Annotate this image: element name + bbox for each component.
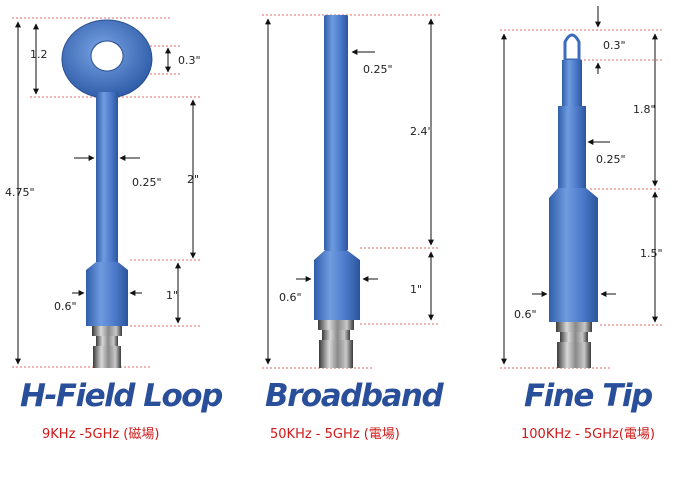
dim-body-dia-label: 0.6" xyxy=(279,291,302,304)
dim-arrows xyxy=(265,18,434,365)
loop-shaft xyxy=(96,92,118,262)
dim-neck-dia-label: 0.25" xyxy=(596,153,626,166)
dim-body-length-label: 1.5" xyxy=(640,247,663,260)
fine-tip-frequency: 100KHz - 5GHz(電場) xyxy=(521,427,655,442)
guide-lines xyxy=(500,29,662,369)
dim-shaft-length-label: 2.4" xyxy=(410,125,433,138)
broadband-body xyxy=(314,251,360,320)
dim-tip-length-label: 0.3" xyxy=(603,39,626,52)
loop-ring xyxy=(61,19,153,99)
loop-body xyxy=(86,262,128,326)
fine-tip-body xyxy=(549,188,598,322)
broadband-title: Broadband xyxy=(265,378,444,414)
dim-shaft-dia-label: 0.25" xyxy=(132,176,162,189)
probe-broadband: 0.25" 2.4" 1" 0.6" xyxy=(262,14,442,369)
dim-shaft-length-label: 2" xyxy=(187,173,199,186)
probe-fine-tip: 0.3" 1.8" 0.25" 1.5" 0.6" xyxy=(500,6,663,369)
dim-arrows xyxy=(501,6,658,365)
probe-h-field-loop: 4.75" 1.2 0.3" 2" 0.25" 1" 0.6" xyxy=(5,17,201,368)
dim-loop-hole-label: 0.3" xyxy=(178,54,201,67)
broadband-shaft xyxy=(324,15,348,251)
guide-lines xyxy=(262,14,442,369)
dim-body-length-label: 1" xyxy=(166,289,178,302)
dim-shaft-dia-label: 0.25" xyxy=(363,63,393,76)
fine-tip-connector xyxy=(556,322,592,368)
dim-neck-length-label: 1.8" xyxy=(633,103,656,116)
h-field-loop-title: H-Field Loop xyxy=(20,378,223,414)
fine-tip-neck-lower xyxy=(558,106,586,188)
fine-tip-title: Fine Tip xyxy=(524,378,653,414)
dim-arrows xyxy=(15,21,196,365)
dim-loop-height-label: 1.2 xyxy=(30,48,48,61)
fine-tip-end xyxy=(563,33,581,62)
fine-tip-neck-upper xyxy=(562,60,582,108)
dim-body-dia-label: 0.6" xyxy=(514,308,537,321)
dim-overall-label: 4.75" xyxy=(5,186,35,199)
dim-body-length-label: 1" xyxy=(410,283,422,296)
dim-body-dia-label: 0.6" xyxy=(54,300,77,313)
loop-connector xyxy=(92,326,122,368)
broadband-connector xyxy=(318,320,354,368)
broadband-frequency: 50KHz - 5GHz (電場) xyxy=(270,427,400,442)
h-field-loop-frequency: 9KHz -5GHz (磁場) xyxy=(42,427,160,442)
